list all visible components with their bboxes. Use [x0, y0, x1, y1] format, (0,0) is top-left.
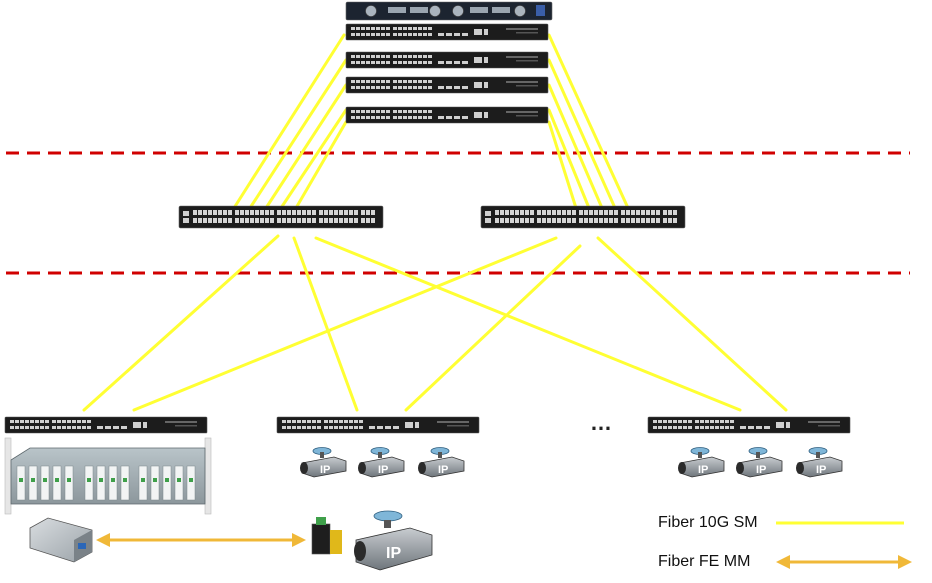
- core-stack-switch: [345, 23, 549, 41]
- aggregation-switch-right: [480, 205, 686, 229]
- fiber-link: [292, 236, 359, 412]
- fiber-link: [294, 120, 348, 210]
- fiber-link: [547, 108, 591, 210]
- legend-fiber-fe-mm-arrow: [776, 555, 912, 569]
- fiber-10g-sm-links: [82, 33, 788, 412]
- fiber-link: [248, 58, 348, 210]
- fiber-link: [547, 58, 617, 210]
- core-stack-switch: [345, 51, 549, 69]
- access-switch-3: [647, 416, 851, 434]
- ip-camera-icon: [677, 447, 725, 478]
- aggregation-switch-left: [178, 205, 384, 229]
- fiber-link: [404, 244, 582, 412]
- access-switch-2: [276, 416, 480, 434]
- fiber-link: [314, 236, 742, 412]
- ip-camera-icon: [299, 447, 347, 478]
- svg-text:IP: IP: [386, 545, 401, 562]
- core-stack-switch: [345, 106, 549, 124]
- fiber-link: [264, 83, 348, 210]
- ip-camera-icon: [417, 447, 465, 478]
- fiber-link: [547, 33, 630, 210]
- legend-fiber-10g-sm-label: Fiber 10G SM: [658, 514, 758, 531]
- ip-camera-icon: [735, 447, 783, 478]
- fiber-link: [132, 236, 558, 412]
- fiber-link: [279, 108, 348, 210]
- ip-camera-icon: [357, 447, 405, 478]
- access-switch-1: [4, 416, 208, 434]
- fiber-link: [547, 83, 604, 210]
- fiber-link: [547, 120, 578, 210]
- fiber-link: [596, 236, 788, 412]
- more-access-switches-ellipsis: …: [590, 410, 614, 435]
- fiber-fe-mm-link: [96, 533, 306, 547]
- ip-camera-large-icon: IP: [354, 510, 433, 571]
- legend-fiber-fe-mm-label: Fiber FE MM: [658, 553, 751, 570]
- media-converter-icon: [29, 517, 93, 563]
- media-converter-rack: [4, 437, 212, 515]
- compact-media-converter: [311, 517, 342, 555]
- fiber-link: [82, 234, 280, 412]
- core-stack-switch: [345, 76, 549, 94]
- core-chassis-switch: [345, 1, 553, 21]
- ip-camera-icon: [795, 447, 843, 478]
- fiber-link: [232, 33, 346, 210]
